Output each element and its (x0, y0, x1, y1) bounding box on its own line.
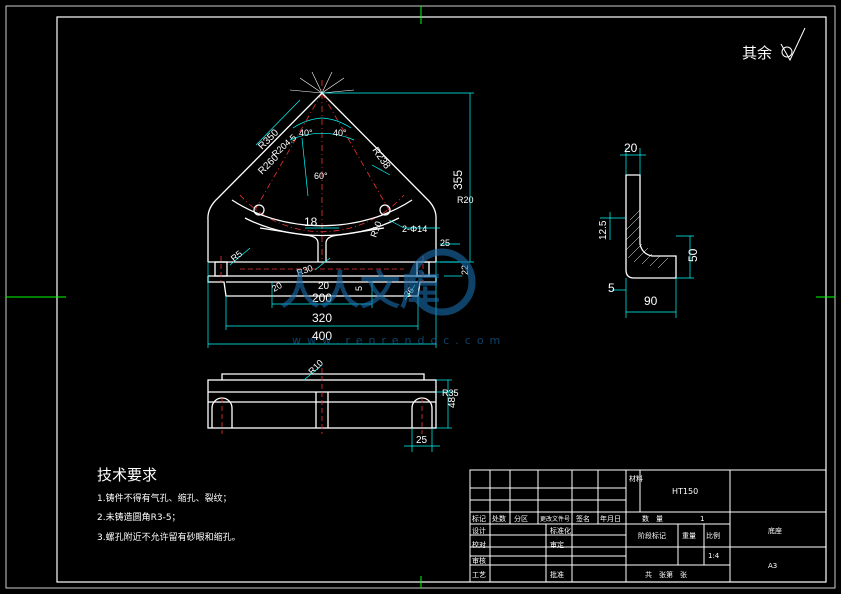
dim-angle-left: 40° (299, 128, 313, 138)
top-centerlines (221, 368, 423, 434)
top-view: R10 R35 48 25 (207, 358, 459, 452)
dim-200: 200 (312, 291, 332, 305)
tb-sheet-size: A3 (768, 562, 777, 570)
dim-5: 5 (354, 286, 364, 291)
dim-22: 22 (460, 265, 470, 275)
tech-req-item-3: 3.螺孔附近不允许留有砂眼和缩孔。 (97, 531, 241, 543)
tb-std: 标准化 (550, 526, 571, 535)
tb-design: 设计 (472, 526, 486, 535)
tb-qty-label: 数 量 (642, 514, 663, 523)
title-block-grid (469, 469, 827, 583)
centering-marks (6, 6, 835, 588)
front-outline (207, 92, 437, 297)
apex-rays (289, 71, 355, 94)
dim-2phi14: 2-Φ14 (402, 224, 427, 234)
dim-side-50: 50 (686, 248, 700, 262)
front-centerlines (239, 80, 405, 265)
technical-requirements: 技术要求 1.铸件不得有气孔、缩孔、裂纹； 2.未铸造圆角R3-5； 3.螺孔附… (97, 466, 241, 543)
watermark-logo-icon (408, 248, 476, 316)
dim-20: 20 (318, 281, 330, 292)
top-dimension-lines (303, 364, 456, 452)
tb-ratio: 比例 (706, 531, 720, 540)
side-outline (625, 174, 677, 279)
tb-signature: 签名 (576, 514, 590, 523)
inner-frame (56, 16, 827, 583)
side-view: 20 12.5 50 5 90 (598, 141, 700, 318)
watermark-url: www.renrendoc.com (292, 334, 506, 347)
tb-review: 审定 (550, 540, 564, 549)
dim-side-5: 5 (608, 281, 615, 295)
tb-process: 工艺 (472, 571, 486, 579)
dim-320: 320 (312, 311, 332, 325)
tb-count: 处数 (492, 514, 506, 523)
title-block-text: 材料 HT150 标记 处数 分区 更改文件号 签名 年月日 设计 标准化 校对… (472, 474, 782, 579)
tb-check: 校对 (472, 540, 486, 549)
side-dimension-lines (600, 148, 694, 318)
tb-mark: 标记 (472, 514, 486, 523)
tb-part-name: 底座 (768, 526, 782, 535)
dim-r20: R20 (457, 195, 474, 205)
tech-req-title: 技术要求 (97, 466, 157, 484)
bolt-hole-right (379, 204, 391, 216)
dim-angle-60: 60° (314, 171, 328, 181)
dim-top-25: 25 (416, 435, 428, 446)
tb-zone: 分区 (514, 514, 528, 523)
bolt-hole-left (253, 204, 265, 216)
side-dimension-texts: 20 12.5 50 5 90 (598, 141, 700, 308)
dim-r10: R10 (368, 220, 383, 239)
watermark: 人人文库 www.renrendoc.com (280, 248, 506, 347)
tb-audit: 审核 (472, 556, 486, 565)
dim-side-12: 12.5 (598, 220, 609, 240)
tb-approve: 批准 (550, 570, 564, 579)
watermark-brand: 人人文库 (280, 268, 440, 314)
surface-note: 其余 (742, 44, 772, 62)
dim-top-r35: R35 (442, 388, 459, 398)
dim-355: 355 (451, 170, 465, 190)
side-hatching (625, 209, 669, 269)
dim-20b: 20 (270, 280, 284, 294)
dim-top-48: 48 (447, 396, 458, 408)
tech-req-item-1: 1.铸件不得有气孔、缩孔、裂纹； (97, 492, 232, 504)
dim-angle-right: 40° (333, 128, 347, 138)
tb-stage-mark: 阶段标记 (638, 531, 666, 540)
tech-req-item-2: 2.未铸造圆角R3-5； (97, 511, 181, 523)
dim-r238: R238 (370, 145, 393, 171)
dim-r5: R5 (229, 248, 244, 263)
tb-date: 年月日 (600, 514, 621, 523)
tb-qty-value: 1 (700, 515, 704, 523)
dim-side-20: 20 (624, 141, 638, 155)
tb-weight: 重量 (682, 532, 696, 540)
tb-scale-value: 1:4 (708, 552, 720, 560)
tb-material-value: HT150 (672, 487, 698, 496)
dim-18: 18 (304, 215, 318, 229)
roughness-symbol-icon (780, 27, 806, 62)
tb-material-label: 材料 (629, 474, 643, 483)
dim-400: 400 (312, 329, 332, 343)
front-dimension-lines (207, 92, 474, 348)
dim-side-90: 90 (644, 294, 658, 308)
tb-change-doc: 更改文件号 (540, 515, 570, 523)
dim-25: 25 (440, 238, 450, 248)
tb-sheets: 共 张第 张 (645, 570, 687, 579)
